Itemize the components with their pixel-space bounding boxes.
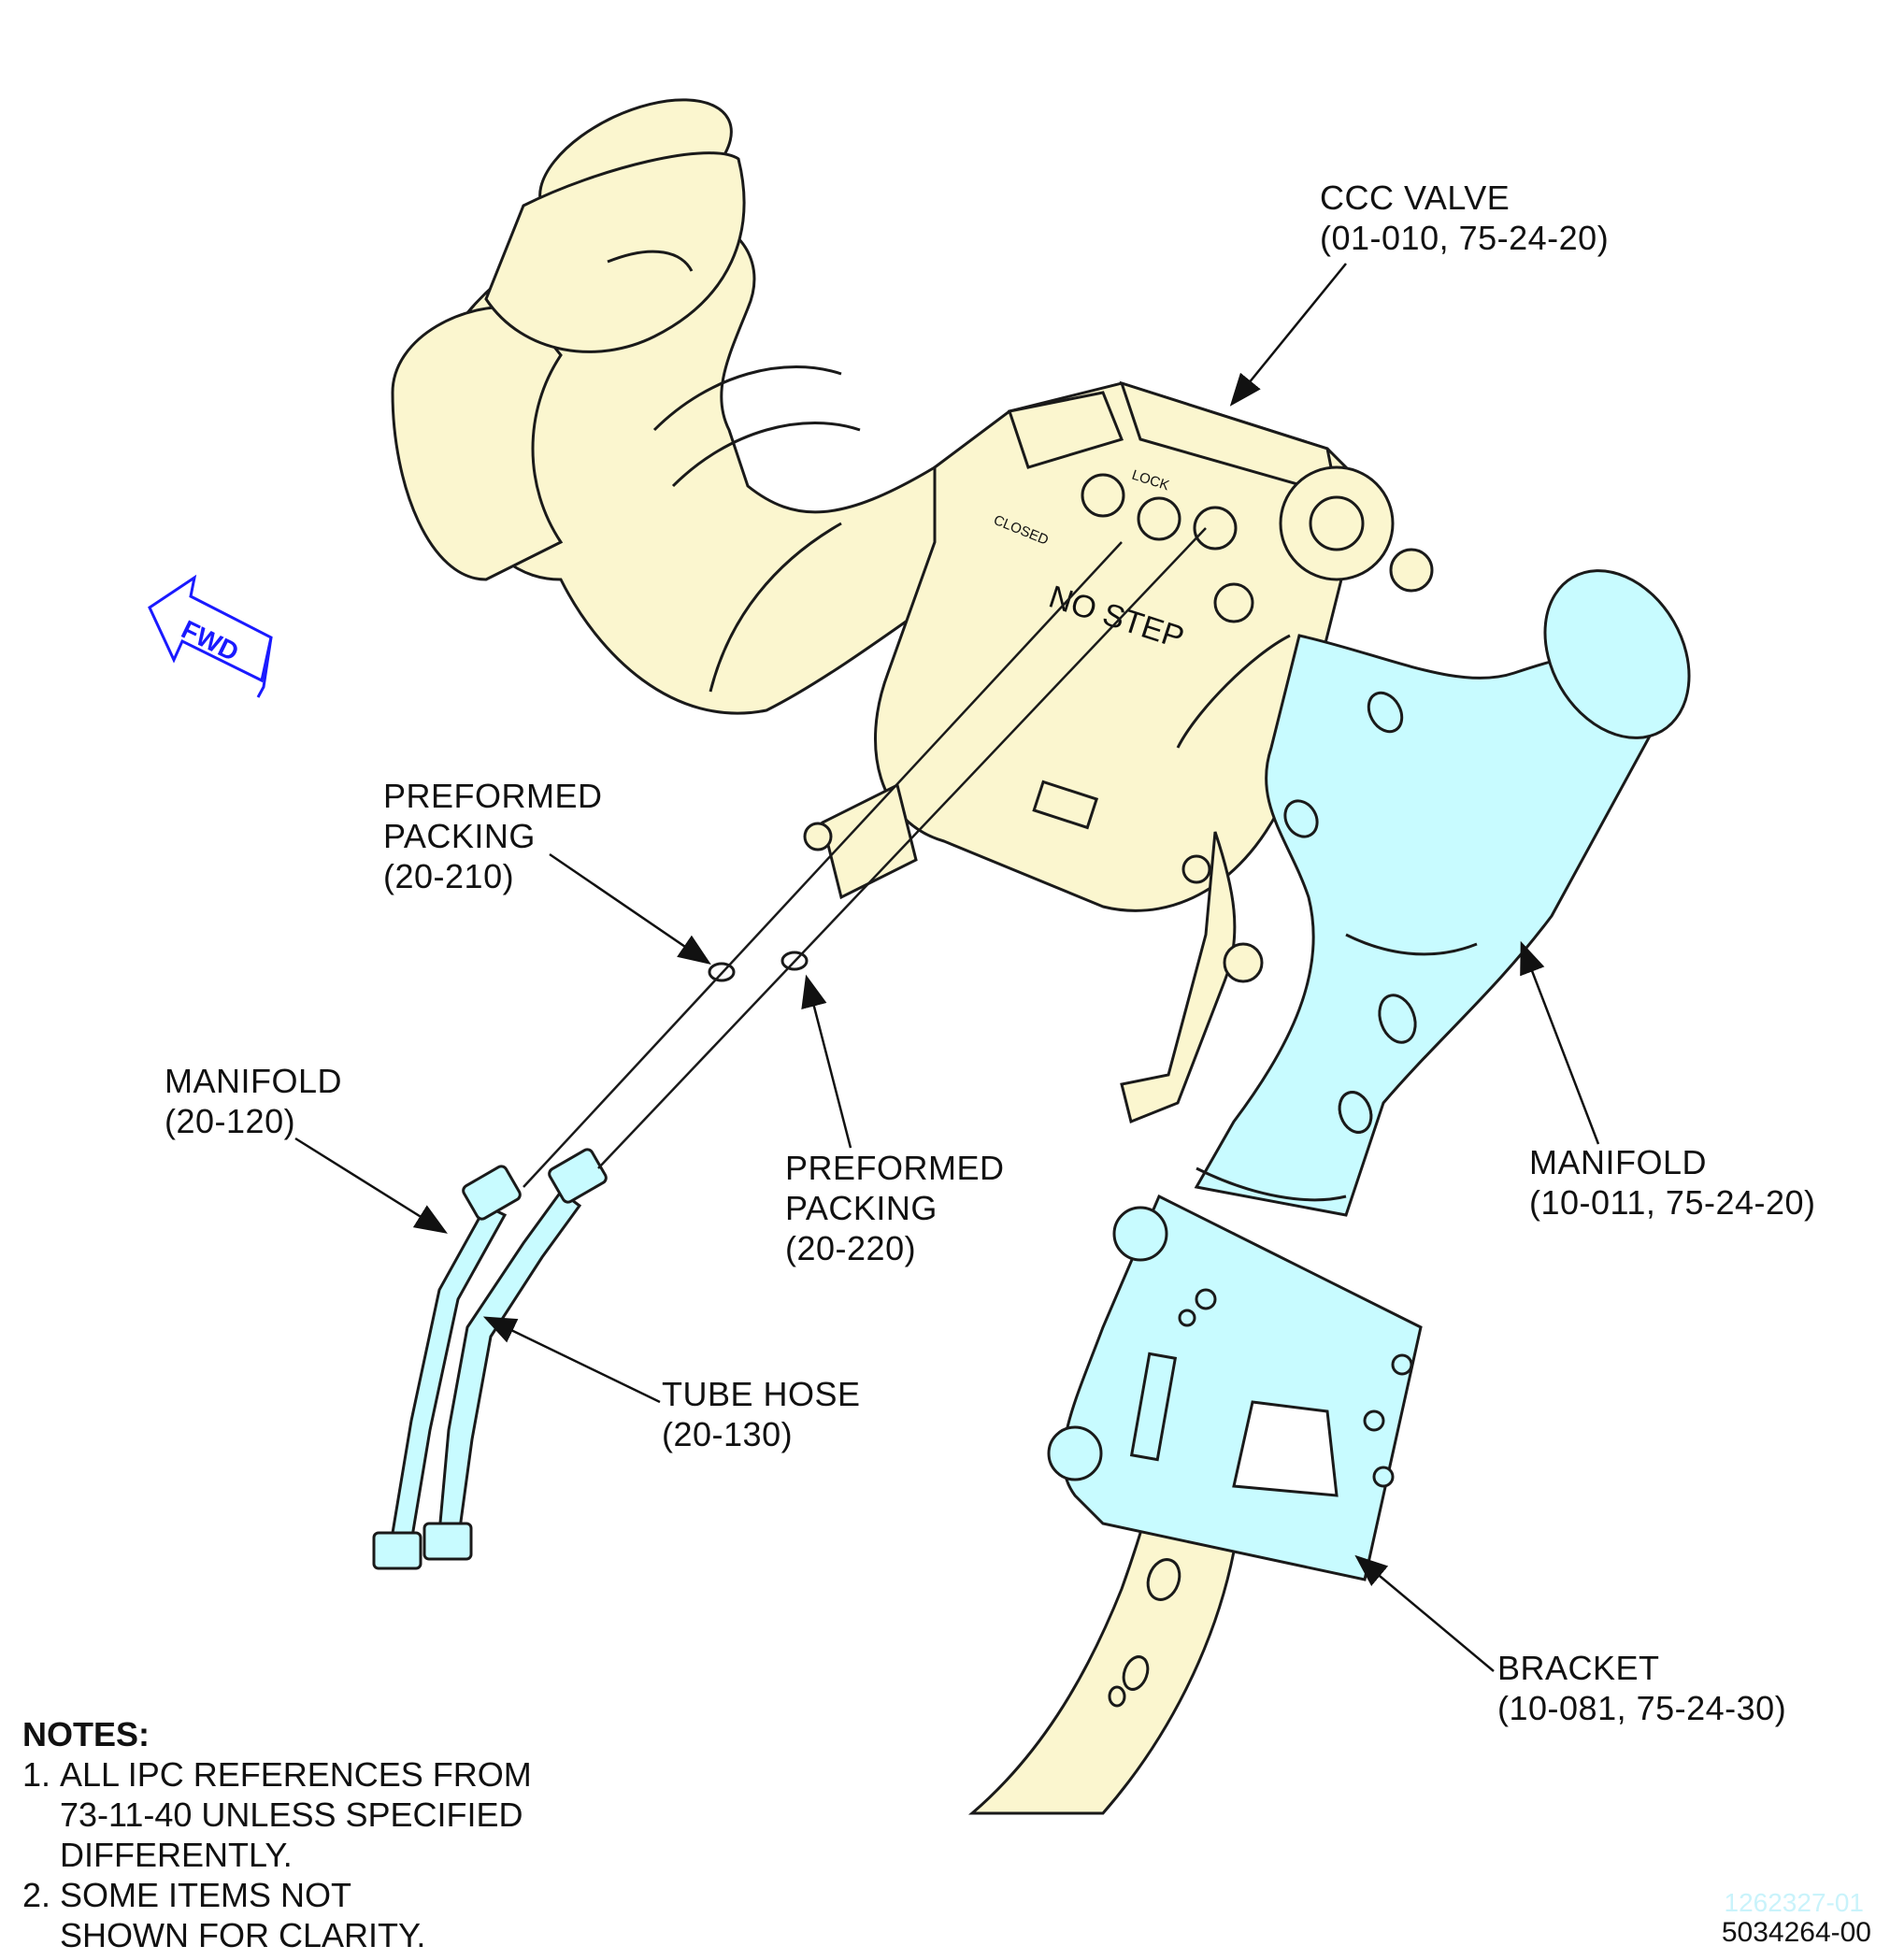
callout-manifold-011-name: MANIFOLD	[1529, 1143, 1708, 1181]
callout-manifold-011: MANIFOLD (10-011, 75-24-20)	[1529, 1142, 1816, 1223]
callout-bracket: BRACKET (10-081, 75-24-30)	[1497, 1648, 1786, 1728]
callout-packing-220-ref: (20-220)	[785, 1229, 917, 1267]
explode-lines	[523, 527, 1207, 1188]
note-1-line2: 73-11-40 UNLESS SPECIFIED	[60, 1795, 523, 1834]
callout-bracket-name: BRACKET	[1497, 1649, 1660, 1687]
callout-manifold-120-name: MANIFOLD	[165, 1062, 343, 1100]
callout-ccc-valve: CCC VALVE (01-010, 75-24-20)	[1320, 178, 1609, 258]
packing-20-210	[708, 962, 736, 982]
figure-id-faint: 1262327-01	[1724, 1888, 1864, 1917]
note-2-line1: SOME ITEMS NOT	[60, 1876, 352, 1914]
notes-block: NOTES: 1.ALL IPC REFERENCES FROM 73-11-4…	[22, 1714, 532, 1955]
note-1-num: 1.	[22, 1755, 51, 1794]
callout-tube-hose-name: TUBE HOSE	[662, 1375, 861, 1413]
notes-title: NOTES:	[22, 1715, 150, 1753]
note-1-line3: DIFFERENTLY.	[60, 1836, 293, 1874]
note-2-num: 2.	[22, 1876, 51, 1914]
note-2-line2: SHOWN FOR CLARITY.	[60, 1916, 426, 1954]
packing-20-220	[780, 951, 809, 971]
callout-tube-hose: TUBE HOSE (20-130)	[662, 1374, 861, 1454]
callout-manifold-120-ref: (20-120)	[165, 1102, 296, 1140]
figure-id: 5034264-00	[1721, 1917, 1871, 1948]
note-2: 2.SOME ITEMS NOT SHOWN FOR CLARITY.	[22, 1875, 532, 1955]
callout-manifold-011-ref: (10-011, 75-24-20)	[1529, 1183, 1816, 1222]
callout-packing-220: PREFORMED PACKING (20-220)	[785, 1148, 1005, 1268]
leader-lines	[294, 263, 1600, 1672]
bracket-10-081	[1047, 1194, 1423, 1581]
intake-duct	[391, 98, 1049, 715]
note-1: 1.ALL IPC REFERENCES FROM 73-11-40 UNLES…	[22, 1754, 532, 1875]
callout-bracket-ref: (10-081, 75-24-30)	[1497, 1689, 1787, 1727]
callout-manifold-120: MANIFOLD (20-120)	[165, 1061, 342, 1141]
callout-packing-210: PREFORMED PACKING (20-210)	[383, 776, 603, 896]
callout-packing-210-ref: (20-210)	[383, 857, 515, 895]
callout-ccc-valve-ref: (01-010, 75-24-20)	[1320, 219, 1610, 257]
callout-packing-210-line2: PACKING	[383, 817, 536, 855]
ccc-valve-body	[803, 380, 1434, 1124]
manifold-10-011	[1194, 569, 1691, 1217]
note-1-line1: ALL IPC REFERENCES FROM	[60, 1755, 532, 1794]
callout-packing-210-line1: PREFORMED	[383, 777, 603, 815]
callout-tube-hose-ref: (20-130)	[662, 1415, 794, 1453]
callout-packing-220-line2: PACKING	[785, 1189, 938, 1227]
callout-ccc-valve-name: CCC VALVE	[1320, 179, 1511, 217]
tube-hoses	[372, 1148, 608, 1570]
callout-packing-220-line1: PREFORMED	[785, 1149, 1005, 1187]
fwd-arrow-icon: FWD	[148, 574, 273, 698]
